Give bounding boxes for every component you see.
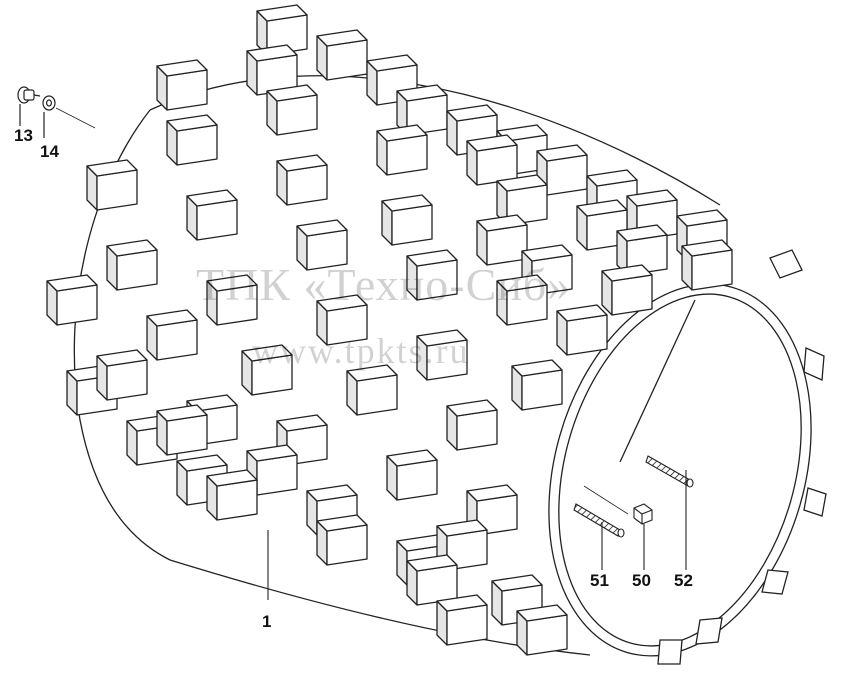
parts-install-line: [55, 107, 96, 129]
padfoot-pad: [466, 484, 518, 536]
padfoot-pad: [406, 249, 458, 301]
padfoot-pad: [256, 4, 308, 56]
drum-body: [73, 75, 812, 657]
padfoot-pad: [516, 604, 568, 656]
padfoot-pad: [316, 294, 368, 346]
padfoot-pad: [406, 554, 458, 606]
callout-52: 52: [674, 571, 693, 590]
callout-13: 13: [14, 126, 33, 145]
padfoot-pad: [496, 274, 548, 326]
callout-14: 14: [40, 142, 59, 161]
padfoot-pad: [316, 29, 368, 81]
rim-pad: [695, 617, 723, 645]
padfoot-pad: [601, 264, 653, 316]
padfoot-pad: [616, 224, 668, 276]
padfoot-pad: [466, 134, 518, 186]
padfoot-pad: [246, 44, 298, 96]
callout-50: 50: [632, 571, 651, 590]
padfoot-pad: [146, 309, 198, 361]
padfoot-pad: [186, 189, 238, 241]
rim-pad: [803, 347, 825, 381]
padfoot-pads: [46, 4, 733, 656]
padfoot-pad: [476, 214, 528, 266]
padfoot-pad: [316, 514, 368, 566]
padfoot-pad: [511, 359, 563, 411]
padfoot-pad: [276, 154, 328, 206]
callout-1: 1: [262, 612, 272, 631]
pin-line: [583, 485, 629, 515]
padfoot-pad: [556, 304, 608, 356]
rim-pads: [657, 249, 827, 665]
rim-pad: [803, 487, 827, 517]
padfoot-pad: [156, 59, 208, 111]
bolt-and-washer: [17, 86, 96, 138]
padfoot-pad: [241, 344, 293, 396]
block-50-icon: [633, 503, 653, 525]
padfoot-pad: [681, 239, 733, 291]
padfoot-pad: [106, 239, 158, 291]
rim-pad: [761, 569, 789, 595]
rim-pad: [769, 249, 803, 279]
padfoot-pad: [386, 449, 438, 501]
rim-pad: [657, 639, 683, 665]
rod-51-icon: [573, 503, 625, 538]
drum-front-rim-inner: [558, 293, 802, 647]
padfoot-pad: [96, 349, 148, 401]
drum-axle: [619, 299, 696, 463]
rod-52-icon: [645, 455, 694, 488]
padfoot-pad: [156, 404, 208, 456]
padfoot-pad: [346, 364, 398, 416]
padfoot-pad: [446, 399, 498, 451]
inner-hardware: [267, 455, 694, 600]
drum-front-rim-outer: [548, 283, 812, 657]
padfoot-pad: [381, 194, 433, 246]
padfoot-pad: [416, 329, 468, 381]
padfoot-pad: [166, 114, 218, 166]
padfoot-pad: [266, 84, 318, 136]
padfoot-pad: [296, 219, 348, 271]
padfoot-pad: [376, 124, 428, 176]
callout-51: 51: [590, 571, 609, 590]
padfoot-pad: [396, 84, 448, 136]
bolt-13-icon: [17, 86, 41, 104]
padfoot-pad: [206, 469, 258, 521]
washer-14-icon: [42, 95, 56, 111]
padfoot-pad: [46, 274, 98, 326]
padfoot-pad: [86, 159, 138, 211]
padfoot-pad: [206, 274, 258, 326]
padfoot-pad: [436, 594, 488, 646]
